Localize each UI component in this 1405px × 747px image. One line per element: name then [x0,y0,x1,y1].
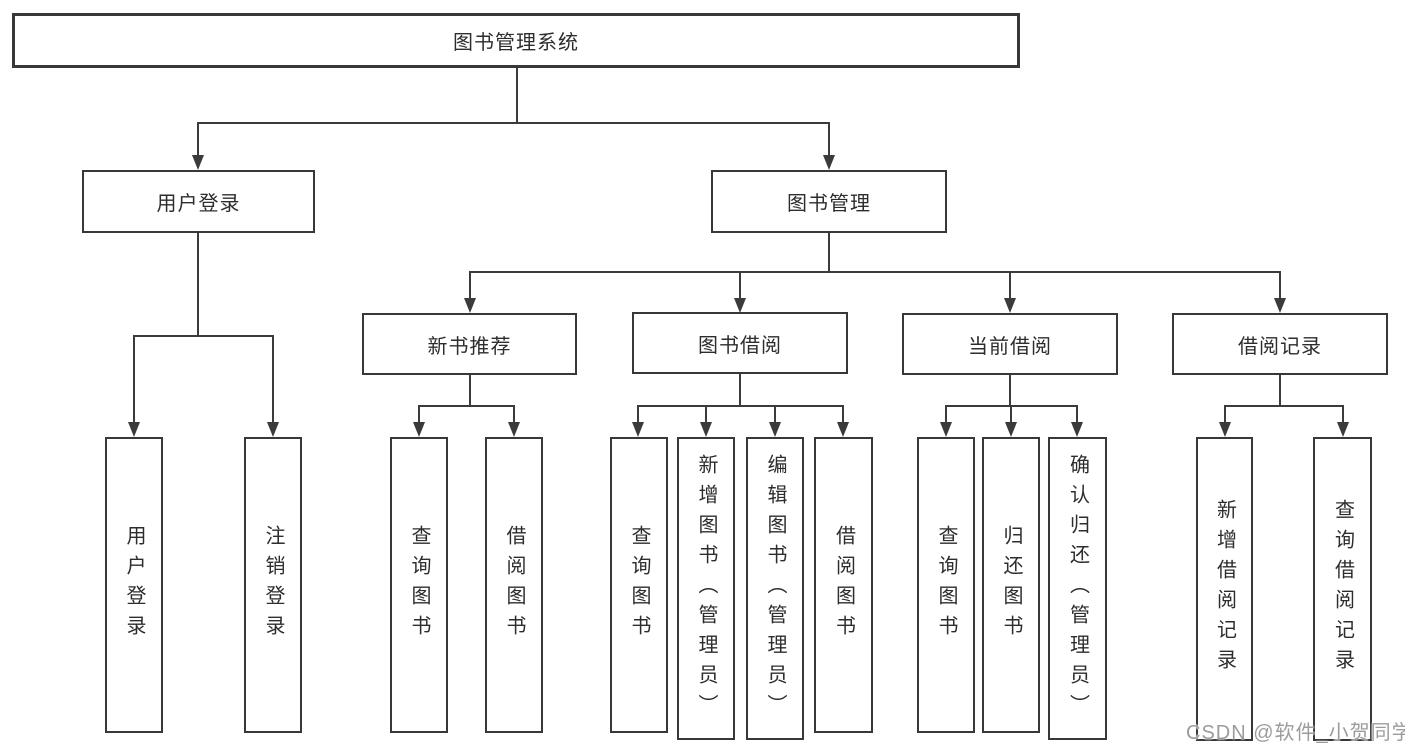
leaf-query-books-borrowing: 查询图书 [610,437,668,733]
arrowhead-user-login [192,155,204,170]
arrowhead-borrow-books-borrowing [837,422,849,437]
connector-userlogin-stub [197,233,199,335]
connector-current-drop1 [945,405,947,423]
connector-root-stub [516,68,518,124]
csdn-watermark: CSDN @软件_小贺同学 [1186,722,1405,744]
leaf-return-book: 归还图书 [982,437,1040,733]
connector-borrowing-stub [739,374,741,406]
leaf-query-borrow-record-label: 查询借阅记录 [1331,499,1354,679]
connector-borrowing-hline [637,405,844,407]
node-root: 图书管理系统 [12,13,1020,68]
connector-root-drop-left [197,122,199,156]
connector-borrowing-drop1 [637,405,639,423]
connector-borrowing-drop2 [705,405,707,423]
leaf-query-books-current: 查询图书 [917,437,975,733]
leaf-user-login: 用户登录 [105,437,163,733]
arrowhead-new-book-recommend [464,298,476,313]
leaf-query-books-borrowing-label: 查询图书 [628,525,650,645]
connector-recommend-drop2 [513,405,515,423]
node-new-book-recommend: 新书推荐 [362,313,577,375]
node-new-book-recommend-label: 新书推荐 [427,335,512,358]
node-book-management: 图书管理 [711,170,947,233]
arrowhead-borrowing-records [1274,298,1286,313]
arrowhead-query-books-recommend [413,422,425,437]
leaf-borrow-books-recommend: 借阅图书 [485,437,543,733]
connector-root-hline [197,122,830,124]
leaf-return-book-label: 归还图书 [1000,525,1022,645]
leaf-add-book-admin: 新增图书（管理员） [677,437,735,740]
leaf-query-borrow-record: 查询借阅记录 [1313,437,1372,741]
connector-records-stub [1279,375,1281,406]
connector-userlogin-drop2 [272,335,274,422]
node-borrowing-records: 借阅记录 [1172,313,1388,375]
leaf-confirm-return-admin: 确认归还（管理员） [1048,437,1107,740]
leaf-add-borrow-record: 新增借阅记录 [1196,437,1253,741]
arrowhead-confirm-return-admin [1071,422,1083,437]
connector-bookmgmt-stub [828,233,830,272]
leaf-edit-book-admin-label: 编辑图书（管理员） [764,453,786,724]
connector-userlogin-hline [133,335,274,337]
arrowhead-borrow-books-recommend [508,422,520,437]
connector-current-drop3 [1076,405,1078,423]
connector-current-stub [1009,375,1011,406]
leaf-borrow-books-recommend-label: 借阅图书 [503,525,525,645]
node-book-borrowing: 图书借阅 [632,312,848,374]
leaf-borrow-books-borrowing-label: 借阅图书 [832,525,855,645]
connector-recommend-drop1 [418,405,420,423]
connector-records-drop1 [1224,405,1226,423]
node-user-login-label: 用户登录 [156,193,241,215]
connector-recommend-stub [469,375,471,406]
node-current-borrowing-label: 当前借阅 [968,335,1052,358]
arrowhead-query-books-current [940,422,952,437]
connector-bookmgmt-hline [469,271,1281,273]
leaf-edit-book-admin: 编辑图书（管理员） [746,437,804,740]
arrowhead-edit-book-admin [769,422,781,437]
connector-bookmgmt-drop1 [469,271,471,299]
connector-recommend-hline [418,405,515,407]
arrowhead-add-borrow-record [1219,422,1231,437]
leaf-query-books-recommend: 查询图书 [390,437,448,733]
connector-current-drop2 [1010,405,1012,423]
node-root-label: 图书管理系统 [453,32,579,54]
connector-root-drop-right [828,122,830,156]
node-book-management-label: 图书管理 [787,193,871,215]
connector-records-hline [1224,405,1344,407]
arrowhead-logout-leaf [267,422,279,437]
leaf-user-login-label: 用户登录 [123,525,145,645]
leaf-logout-label: 注销登录 [262,525,284,645]
connector-bookmgmt-drop3 [1009,271,1011,299]
leaf-add-book-admin-label: 新增图书（管理员） [695,453,717,724]
arrowhead-query-books-borrowing [632,422,644,437]
leaf-borrow-books-borrowing: 借阅图书 [814,437,873,733]
connector-bookmgmt-drop4 [1279,271,1281,299]
leaf-confirm-return-admin-label: 确认归还（管理员） [1066,453,1089,724]
arrowhead-book-borrowing [734,298,746,313]
connector-bookmgmt-drop2 [739,271,741,299]
node-book-borrowing-label: 图书借阅 [698,334,782,357]
connector-records-drop2 [1342,405,1344,423]
node-current-borrowing: 当前借阅 [902,313,1118,375]
leaf-query-books-recommend-label: 查询图书 [408,525,430,645]
arrowhead-book-management [823,155,835,170]
arrowhead-user-login-leaf [128,422,140,437]
arrowhead-add-book-admin [700,422,712,437]
connector-borrowing-drop3 [774,405,776,423]
leaf-logout: 注销登录 [244,437,302,733]
leaf-add-borrow-record-label: 新增借阅记录 [1213,499,1236,679]
arrowhead-return-book [1005,422,1017,437]
arrowhead-current-borrowing [1004,298,1016,313]
node-user-login: 用户登录 [82,170,315,233]
leaf-query-books-current-label: 查询图书 [935,525,957,645]
connector-borrowing-drop4 [842,405,844,423]
node-borrowing-records-label: 借阅记录 [1238,335,1322,358]
connector-userlogin-drop1 [133,335,135,422]
arrowhead-query-borrow-record [1337,422,1349,437]
